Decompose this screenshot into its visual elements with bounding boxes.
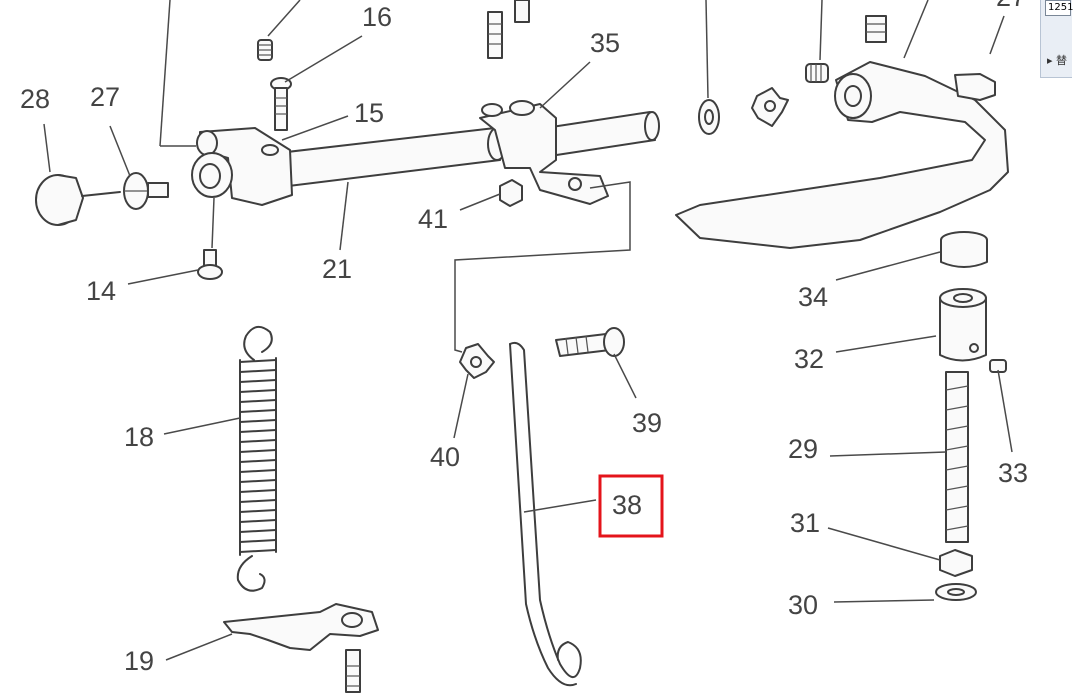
stop-assembly-part: [935, 231, 1007, 601]
part-label-30: 30: [788, 590, 818, 620]
triangle-right-icon: ▸: [1047, 54, 1053, 67]
part-label-35: 35: [590, 28, 620, 58]
part-number-labels: 28 27 16 15 35 27 14 21 41 34 32 33 29 3…: [20, 0, 1028, 676]
leader-lines: [43, 0, 1013, 661]
part-label-32: 32: [794, 344, 824, 374]
washer-starnut-part: [698, 87, 789, 135]
screw-14-part: [197, 249, 223, 280]
assembly-line-bracket: [454, 181, 631, 353]
side-panel-item-label: 替: [1056, 54, 1068, 67]
small-spring-part: [805, 63, 829, 83]
part-label-19: 19: [124, 646, 154, 676]
part-label-33: 33: [998, 458, 1028, 488]
part-label-15: 15: [354, 98, 384, 128]
part-label-18: 18: [124, 422, 154, 452]
part-label-40: 40: [430, 442, 460, 472]
bracket-35-part: [479, 100, 609, 205]
highlight-box-38: [598, 474, 664, 538]
part-label-16: 16: [362, 2, 392, 32]
shaft-collar-part: [191, 127, 293, 206]
side-panel-item[interactable]: ▸ 替: [1047, 52, 1067, 68]
part-label-38: 38: [612, 490, 642, 520]
screw-top-center-part: [487, 0, 530, 59]
part-label-14: 14: [86, 276, 116, 306]
connecting-rod-38-part: [509, 341, 582, 687]
foot-pedal-part: [675, 15, 1009, 249]
part-label-41: 41: [418, 204, 448, 234]
side-panel-fragment: 1251 ▸ 替: [1040, 0, 1073, 78]
part-label-21: 21: [322, 254, 352, 284]
part-label-34: 34: [798, 282, 828, 312]
lever-19-part: [223, 603, 379, 693]
part-label-27-left: 27: [90, 82, 120, 112]
part-label-27-right: 27: [996, 0, 1026, 12]
part-label-31: 31: [790, 508, 820, 538]
screw-27-left-part: [123, 172, 169, 210]
coil-spring-18-part: [236, 325, 277, 592]
part-label-29: 29: [788, 434, 818, 464]
side-panel-input[interactable]: 1251: [1045, 0, 1073, 16]
star-nut-40-part: [459, 343, 495, 379]
set-screw-16-part: [257, 39, 292, 131]
part-label-28: 28: [20, 84, 50, 114]
part-label-39: 39: [632, 408, 662, 438]
screw-27-right-part: [954, 73, 996, 101]
knob-28-part: [35, 174, 121, 226]
screw-39-part: [555, 327, 625, 357]
nut-41-part: [499, 179, 523, 207]
main-shaft-part: [234, 111, 660, 193]
